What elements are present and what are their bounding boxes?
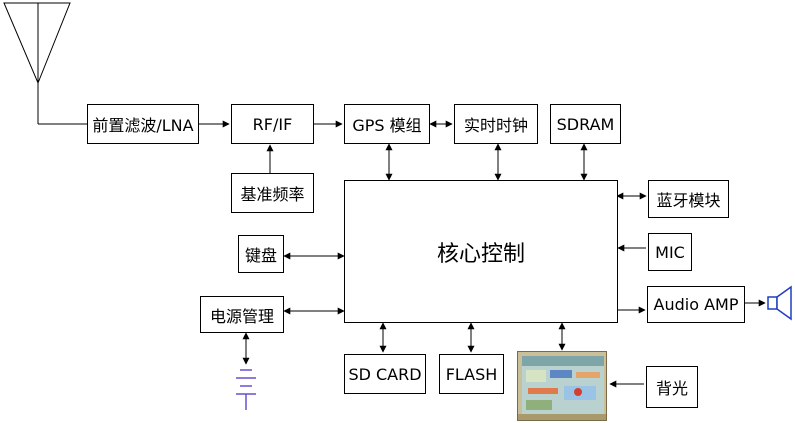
mic-block: MIC xyxy=(648,233,692,271)
reference-freq-block: 基准频率 xyxy=(231,173,314,213)
lcd-display-icon xyxy=(518,352,606,420)
sdram-block: SDRAM xyxy=(550,104,621,144)
realtime-clock-block: 实时时钟 xyxy=(454,104,538,144)
front-filter-lna-block: 前置滤波/LNA xyxy=(87,104,199,144)
rf-if-block: RF/IF xyxy=(231,104,314,144)
battery-icon xyxy=(236,369,256,410)
gps-module-block: GPS 模组 xyxy=(344,104,430,144)
keyboard-block: 键盘 xyxy=(238,235,284,273)
core-control-block: 核心控制 xyxy=(344,180,618,323)
bluetooth-module-block: 蓝牙模块 xyxy=(648,180,729,218)
speaker-icon xyxy=(767,285,792,321)
antenna-icon xyxy=(3,2,87,125)
flash-block: FLASH xyxy=(439,354,504,394)
sd-card-block: SD CARD xyxy=(344,354,426,394)
audio-amp-block: Audio AMP xyxy=(647,286,745,323)
power-management-block: 电源管理 xyxy=(200,296,284,333)
lcd-display-image xyxy=(517,351,607,421)
backlight-block: 背光 xyxy=(646,366,698,408)
